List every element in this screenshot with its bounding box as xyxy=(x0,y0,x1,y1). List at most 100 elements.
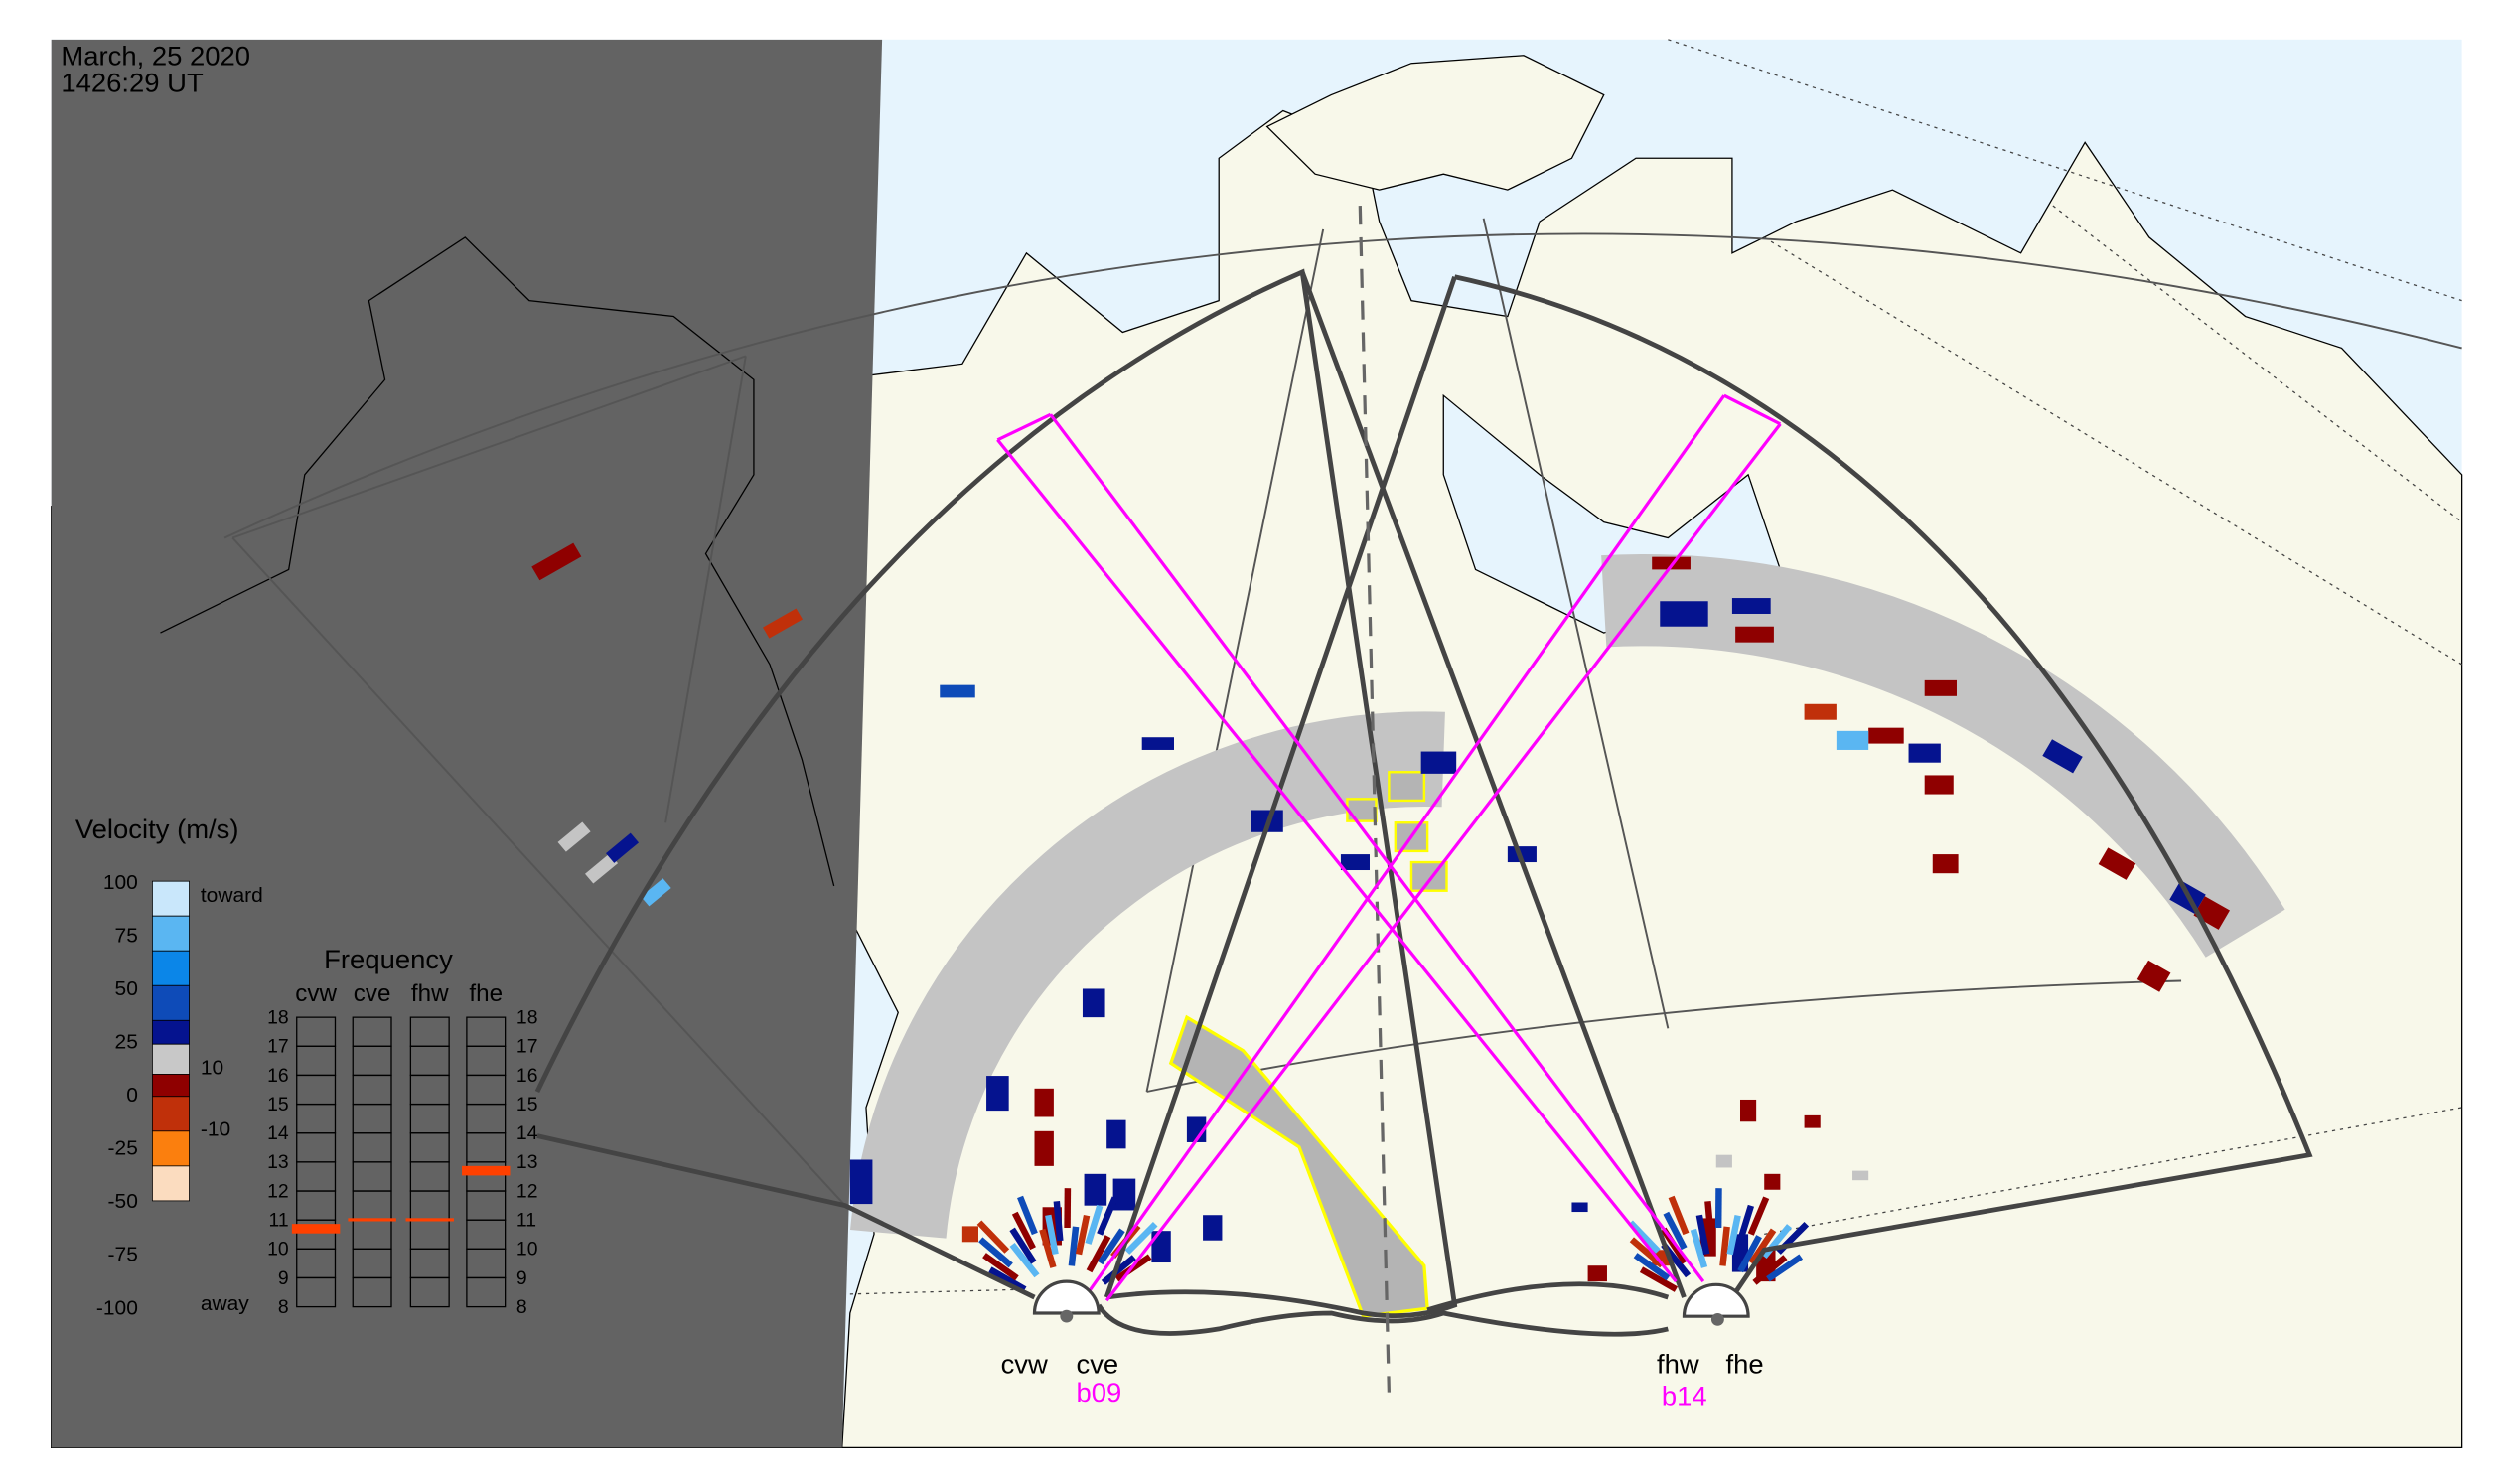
velocity-cell xyxy=(1571,1202,1588,1213)
velocity-tick: 50 xyxy=(115,977,138,1000)
velocity-cell xyxy=(1340,854,1370,871)
date-label: March, 25 2020 xyxy=(61,40,250,71)
frequency-column-cve: cve xyxy=(354,980,391,1007)
velocity-tick: -75 xyxy=(108,1244,138,1266)
velocity-cell xyxy=(1587,1265,1607,1282)
velocity-cell xyxy=(641,878,671,907)
frequency-tick-right: 15 xyxy=(516,1095,538,1115)
near-range-cell xyxy=(1736,1204,1754,1245)
near-range-cell xyxy=(976,1220,1010,1254)
velocity-cell xyxy=(1924,679,1957,696)
near-range-cell xyxy=(1101,1255,1136,1285)
time-label: 1426:29 UT xyxy=(61,68,204,98)
velocity-cell xyxy=(585,853,619,884)
frequency-cell xyxy=(466,1276,507,1308)
near-range-cell xyxy=(1009,1242,1040,1278)
velocity-cell xyxy=(1034,1130,1054,1166)
radar-site-cv xyxy=(1032,1279,1101,1323)
frequency-title: Frequency xyxy=(324,944,453,974)
velocity-cell xyxy=(2042,739,2083,774)
near-range-cell xyxy=(1766,1254,1804,1282)
beam-b09 xyxy=(1081,393,1782,1302)
radar-label-fhe: fhe xyxy=(1725,1349,1763,1380)
velocity-colorbar xyxy=(151,880,190,1202)
frequency-marker-fhe xyxy=(462,1165,511,1176)
frequency-column-cvw: cvw xyxy=(295,980,337,1007)
velocity-cell xyxy=(1739,1099,1757,1122)
frequency-tick-left: 17 xyxy=(267,1037,289,1058)
velocity-cell xyxy=(1151,1231,1171,1263)
frequency-tick-left: 16 xyxy=(267,1066,289,1087)
frequency-column-fhe: fhe xyxy=(469,980,503,1007)
frequency-tick-right: 9 xyxy=(516,1268,527,1289)
night-shading xyxy=(51,39,883,1448)
near-range-cell xyxy=(1097,1228,1125,1265)
velocity-cell xyxy=(1507,846,1537,863)
frequency-tick-left: 13 xyxy=(267,1152,289,1173)
radar-label-fhw: fhw xyxy=(1657,1349,1699,1380)
colorbar-segment xyxy=(151,1019,190,1045)
velocity-cell xyxy=(1034,1088,1054,1117)
frequency-tick-right: 16 xyxy=(516,1066,538,1087)
near-range-cell xyxy=(988,1266,1027,1292)
near-range-cell xyxy=(1097,1196,1118,1236)
velocity-tick: 0 xyxy=(126,1084,138,1107)
velocity-cell xyxy=(849,1159,873,1205)
frequency-tick-right: 11 xyxy=(516,1211,536,1232)
frequency-column-fhw: fhw xyxy=(411,980,449,1007)
near-range-cell xyxy=(1039,1228,1057,1268)
near-range-cell xyxy=(1748,1228,1777,1265)
velocity-cell xyxy=(531,542,582,581)
colorbar-segment xyxy=(151,915,190,952)
threshold-pos-label: 10 xyxy=(201,1057,223,1080)
velocity-cell xyxy=(940,684,975,698)
frequency-marker-cvw xyxy=(291,1224,341,1234)
frequency-tick-left: 10 xyxy=(267,1240,289,1261)
near-range-cell xyxy=(982,1253,1019,1281)
frequency-cell xyxy=(352,1276,392,1308)
colorbar-segment xyxy=(151,1096,190,1132)
velocity-cell xyxy=(1764,1173,1781,1190)
velocity-cell xyxy=(1186,1116,1207,1142)
velocity-cell xyxy=(1106,1119,1126,1149)
near-range-cell xyxy=(1726,1215,1741,1256)
velocity-cell xyxy=(557,821,591,852)
near-range-cell xyxy=(1075,1215,1091,1256)
frequency-tick-left: 15 xyxy=(267,1095,289,1115)
velocity-cell xyxy=(1420,751,1457,774)
beam-b14 xyxy=(996,412,1705,1283)
near-range-cell xyxy=(1011,1211,1036,1251)
frequency-tick-left: 8 xyxy=(278,1297,289,1318)
near-range-cell xyxy=(1086,1235,1111,1273)
velocity-legend-title: Velocity (m/s) xyxy=(75,814,239,844)
near-range-cell xyxy=(1737,1235,1762,1273)
velocity-cell xyxy=(762,608,804,639)
away-label: away xyxy=(201,1292,250,1315)
frequency-cell xyxy=(409,1276,450,1308)
arctic-islands xyxy=(1265,55,1605,191)
meridian-dashed-line xyxy=(1358,206,1391,1393)
velocity-cell xyxy=(1852,1170,1869,1181)
near-range-cell xyxy=(1009,1227,1037,1264)
ground-scatter xyxy=(850,553,2285,1239)
velocity-cell xyxy=(961,1226,978,1243)
velocity-tick: -100 xyxy=(96,1296,138,1319)
velocity-tick: 75 xyxy=(115,925,138,948)
velocity-cell xyxy=(1924,775,1954,795)
velocity-cell xyxy=(1141,737,1174,750)
frequency-marker-fhw xyxy=(405,1218,454,1222)
velocity-cell xyxy=(1932,854,1959,874)
colorbar-segment xyxy=(151,1165,190,1202)
beam-label-b14: b14 xyxy=(1662,1381,1707,1411)
frequency-cell xyxy=(296,1276,337,1308)
velocity-cell xyxy=(1660,601,1708,627)
frequency-tick-right: 17 xyxy=(516,1037,538,1058)
frequency-tick-right: 12 xyxy=(516,1182,538,1203)
velocity-cell xyxy=(1203,1215,1223,1241)
near-range-cell xyxy=(1663,1211,1688,1251)
velocity-cell xyxy=(1084,1173,1107,1206)
near-range-cell xyxy=(1017,1195,1038,1236)
